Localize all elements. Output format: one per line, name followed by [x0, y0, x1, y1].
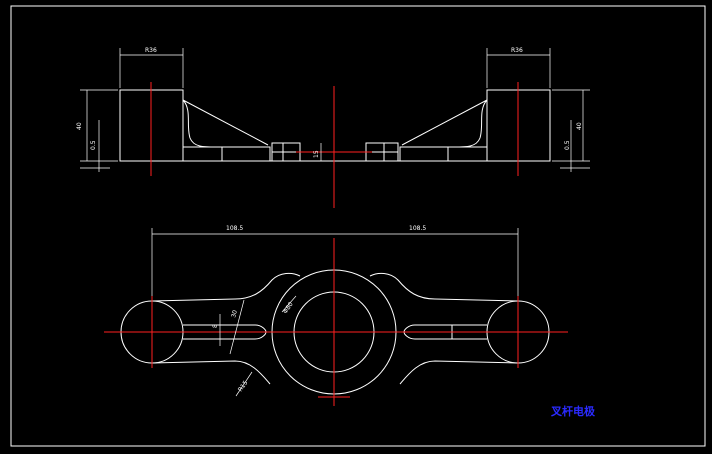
dim-right-heights: 40 0.5	[552, 89, 590, 172]
dim-left-heights: 40 0.5	[76, 89, 118, 172]
left-arm-top	[151, 272, 301, 302]
dim-text-arm-width: 30	[230, 309, 239, 318]
dim-text-boss-diameter: Φ80	[282, 301, 295, 315]
left-rib	[182, 99, 269, 148]
dim-center-height: 15	[313, 143, 322, 161]
dim-arm-width: 30	[229, 299, 245, 355]
left-plate	[183, 146, 271, 161]
left-arm-bottom	[151, 360, 271, 385]
dim-text-right-offset: 0.5	[564, 140, 571, 150]
dim-slot-width: 8	[212, 314, 221, 346]
right-plate	[399, 146, 487, 161]
front-view: R36 R36 40 0.5 40 0.5	[76, 47, 590, 208]
plan-view: 108.5 108.5 30 8	[104, 225, 568, 406]
dim-top-left-width: R36	[119, 47, 184, 88]
dim-top-right-width: R36	[486, 47, 551, 88]
dim-text-left-span: 108.5	[226, 225, 243, 232]
dim-text-left-height: 40	[76, 122, 83, 130]
dim-text-center-height: 15	[313, 150, 320, 158]
dim-fillet: R15	[235, 371, 253, 397]
dim-spans: 108.5 108.5	[151, 225, 519, 302]
dim-text-right-span: 108.5	[409, 225, 426, 232]
dim-text-right-height: 40	[576, 122, 583, 130]
dim-text-left-offset: 0.5	[90, 140, 97, 150]
right-arm-top	[369, 272, 519, 302]
drawing-title: 叉杆电极	[550, 404, 596, 418]
right-rib	[401, 99, 488, 148]
drawing-border	[10, 5, 706, 447]
dim-text-slot-width: 8	[212, 324, 219, 328]
dim-boss-diameter: Φ80	[281, 295, 297, 315]
right-arm-bottom	[399, 360, 519, 385]
dim-text-top-left: R36	[145, 47, 157, 54]
dim-text-fillet: R15	[237, 379, 250, 393]
dim-text-top-right: R36	[511, 47, 523, 54]
